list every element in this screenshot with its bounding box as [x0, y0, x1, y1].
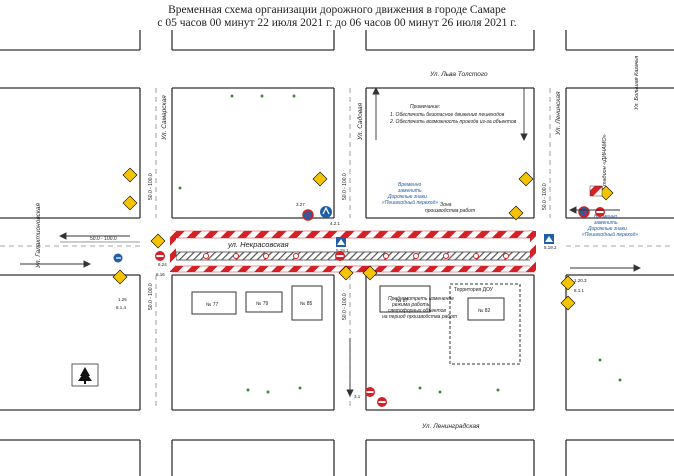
sign-label-4-2-1: 4.2.1 [330, 221, 341, 226]
barrier-sign-icon [589, 185, 603, 197]
building-79-label: № 79 [256, 301, 269, 307]
building-87 [379, 285, 431, 313]
street-label-samarskaya: Ул. Самарская [161, 95, 168, 141]
roadworks-sign-icon [508, 205, 524, 221]
crossing-sign-icon [544, 234, 554, 244]
rest-area-icon [71, 363, 99, 387]
roadworks-sign-icon [518, 171, 534, 187]
roadworks-sign-icon [122, 195, 138, 211]
building-82 [467, 297, 505, 321]
sign-label-1-25: 1.25 [118, 297, 127, 302]
no-entry-signs [155, 206, 605, 407]
notes-item-1: 1. Обеспечить безопасное движение пешехо… [390, 112, 505, 118]
building-85-label: № 85 [300, 301, 313, 307]
building-labels: № 77 № 79 № 85 № 87 Территория ДОУ № 82 [206, 287, 494, 314]
street-label-nekrasovskaya: ул. Некрасовская [227, 240, 289, 249]
roadworks-sign-icon [150, 233, 166, 249]
sign-label-8-1-4: 8.1.4 [116, 305, 127, 310]
roadworks-sign-icon [560, 295, 576, 311]
building-79 [245, 291, 283, 313]
sign-label-5-19-1: 5.19.1 [336, 248, 349, 253]
dou-label: Территория ДОУ [454, 287, 494, 293]
stadium-label: Стадион «ДИНАМО» [602, 134, 608, 190]
roadworks-sign-icon [362, 265, 378, 281]
dimension-left-horizontal: 50.0 - 100.0 [90, 236, 117, 242]
notes-block: Примечание: 1. Обеспечить безопасное дви… [389, 104, 517, 125]
dimension-leninskaya: 50.0 - 100.0 [542, 183, 548, 210]
building-blocks [191, 283, 521, 365]
notes-heading: Примечание: [410, 104, 441, 110]
no-stopping-sign-icon [302, 209, 314, 221]
building-77 [191, 291, 237, 315]
no-entry-sign-icon [377, 397, 387, 407]
map-title-line-2: с 05 часов 00 минут 22 июля 2021 г. до 0… [157, 17, 517, 29]
building-77-label: № 77 [206, 302, 219, 308]
street-label-galaktionovskaya: Ул. Галактионовская [35, 202, 42, 269]
no-entry-sign-icon [155, 251, 165, 261]
traffic-arrows [20, 86, 642, 398]
roadworks-sign-icon [122, 167, 138, 183]
building-82-label: № 82 [478, 308, 491, 314]
sign-label-8-24: 8.24 [158, 262, 167, 267]
dou-territory [449, 283, 521, 365]
building-87-label: № 87 [396, 298, 409, 304]
street-label-lva-tolstogo: Ул. Льва Толстого [429, 71, 488, 78]
street-label-bolshaya-kazachya: Ул. Большая Казачья [634, 56, 640, 111]
work-zone-fence-right [530, 231, 536, 272]
crossing-sign-icon [336, 237, 346, 247]
dimension-samarskaya-south: 50.0 - 100.0 [148, 283, 154, 310]
work-zone [170, 230, 536, 273]
no-stopping-sign-icon [578, 206, 590, 218]
work-zone-fence-top [171, 230, 535, 239]
notes-item-2: 2. Обеспечить возможность проезда из-за … [389, 119, 517, 125]
road-network [0, 30, 674, 476]
roadworks-sign-icon [312, 171, 328, 187]
sign-label-3-27: 3.27 [296, 202, 305, 207]
sign-label-8-1-1: 8.1.1 [574, 288, 585, 293]
building-85 [291, 285, 323, 321]
street-label-leninskaya: Ул. Ленинская [555, 91, 562, 136]
sign-label-5-19-2: 5.19.2 [544, 245, 557, 250]
map-title-line-1: Временная схема организации дорожного дв… [168, 4, 506, 16]
sign-label-1-20-3: 1.20.3 [574, 278, 587, 283]
no-entry-sign-icon [365, 387, 375, 397]
tree-markers [178, 94, 622, 394]
dimension-samarskaya: 50.0 - 100.0 [148, 173, 154, 200]
no-entry-sign-icon [335, 251, 345, 261]
warning-signs [112, 167, 614, 311]
sign-label-6-16: 6.16 [156, 272, 165, 277]
work-zone-fence-bottom [171, 265, 535, 273]
direction-sign-icon [320, 206, 332, 218]
roadworks-sign-icon [560, 275, 576, 291]
street-label-leningradskaya: Ул. Ленинградская [421, 422, 480, 430]
direction-signs [113, 185, 603, 263]
direction-sign-icon [113, 253, 123, 263]
roadworks-sign-icon [112, 269, 128, 285]
dimension-sadovaya: 50.0 - 100.0 [342, 173, 348, 200]
work-zone-fence-left [170, 231, 176, 272]
dimension-sadovaya-south: 50.0 - 100.0 [342, 293, 348, 320]
no-entry-sign-icon [595, 207, 605, 217]
sign-label-3-1: 3.1 [354, 394, 361, 399]
street-label-sadovaya: Ул. Садовая [356, 102, 364, 141]
roadworks-sign-icon [338, 265, 354, 281]
